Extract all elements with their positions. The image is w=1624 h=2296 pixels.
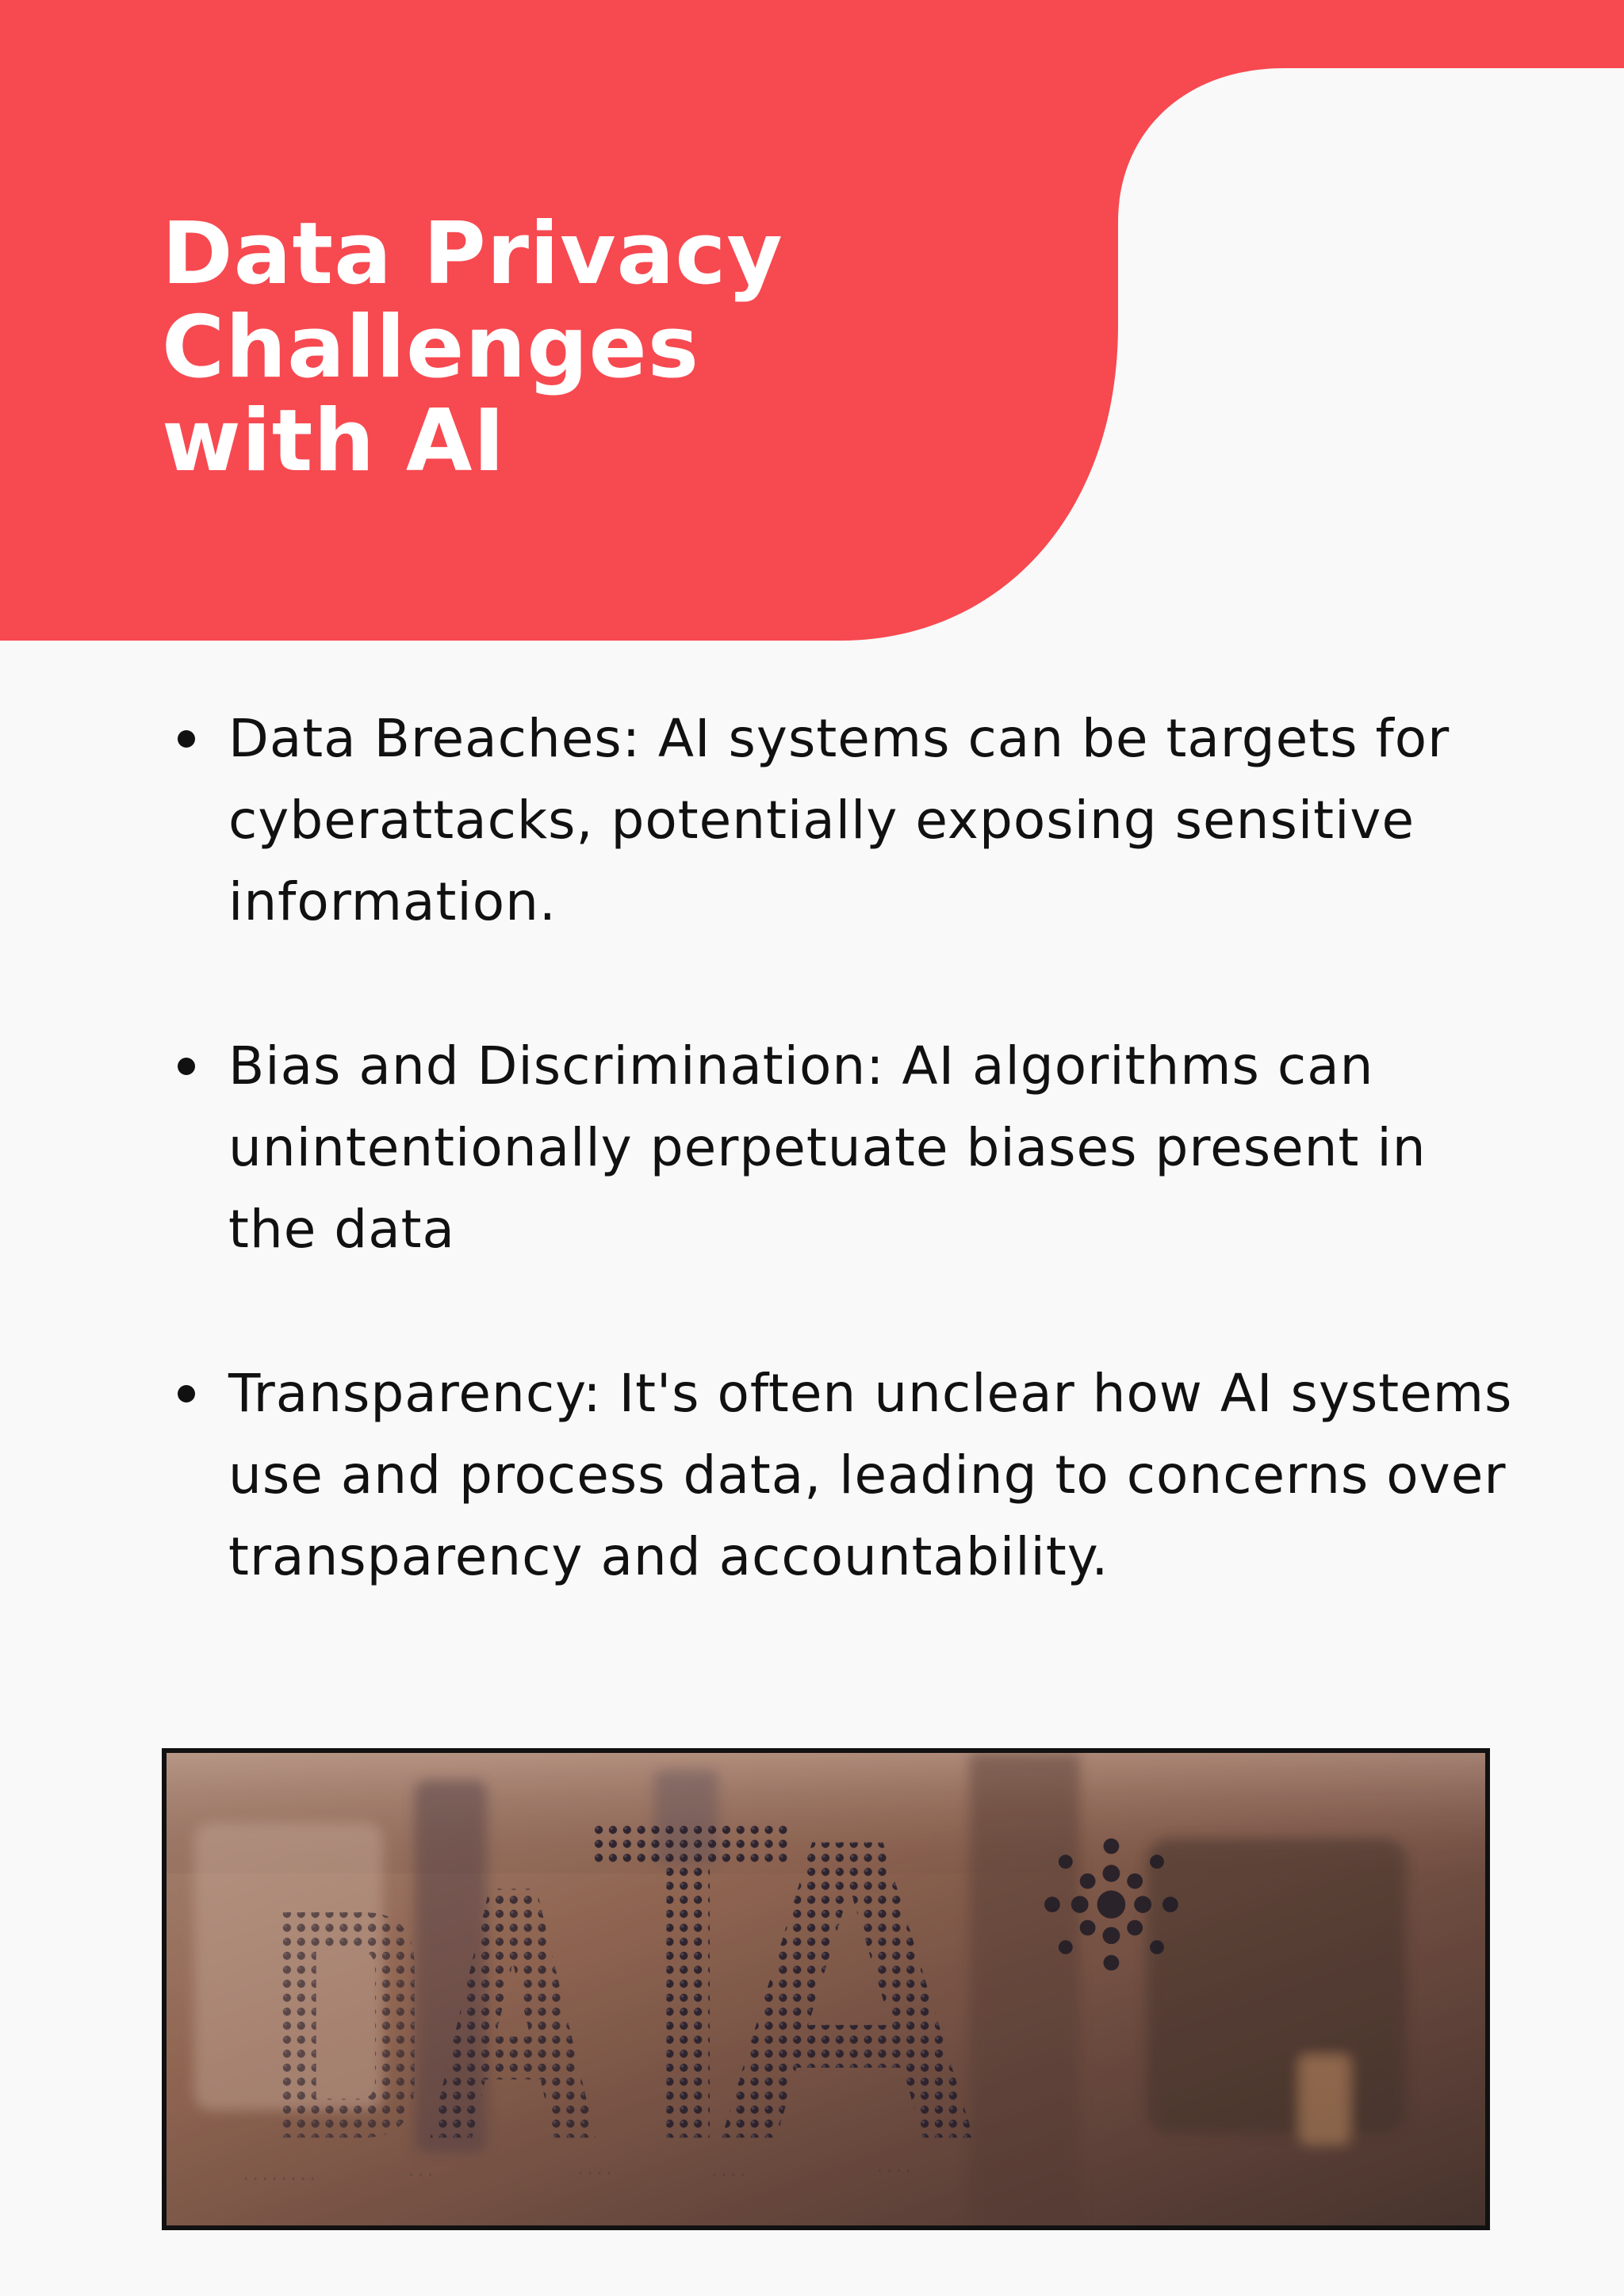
bullet-dot-icon xyxy=(178,1058,195,1075)
list-item: Transparency: It's often unclear how AI … xyxy=(178,1353,1518,1598)
header-background-shape xyxy=(0,0,1624,641)
title-line-2: Challenges xyxy=(162,298,700,397)
svg-text:····: ···· xyxy=(576,2164,614,2183)
svg-text:····: ···· xyxy=(710,2166,748,2184)
bullet-text: Bias and Discrimination: AI algorithms c… xyxy=(228,1035,1427,1260)
page-title: Data Privacy Challenges with AI xyxy=(162,208,783,488)
bullet-text: Data Breaches: AI systems can be targets… xyxy=(228,708,1450,932)
bullet-dot-icon xyxy=(178,1385,195,1402)
challenge-list: Data Breaches: AI systems can be targets… xyxy=(178,698,1518,1598)
title-line-3: with AI xyxy=(162,392,506,491)
svg-text:···: ··· xyxy=(407,2166,435,2184)
list-item: Data Breaches: AI systems can be targets… xyxy=(178,698,1518,943)
bullet-dot-icon xyxy=(178,730,195,748)
title-line-1: Data Privacy xyxy=(162,205,783,304)
list-item: Bias and Discrimination: AI algorithms c… xyxy=(178,1025,1518,1270)
data-image: ········ ··· ···· ···· ···· xyxy=(162,1748,1490,2230)
svg-text:····: ···· xyxy=(875,2162,914,2180)
bullet-text: Transparency: It's often unclear how AI … xyxy=(228,1363,1513,1587)
data-dot-matrix-image: ········ ··· ···· ···· ···· xyxy=(167,1753,1485,2225)
svg-text:········: ········ xyxy=(241,2170,317,2188)
